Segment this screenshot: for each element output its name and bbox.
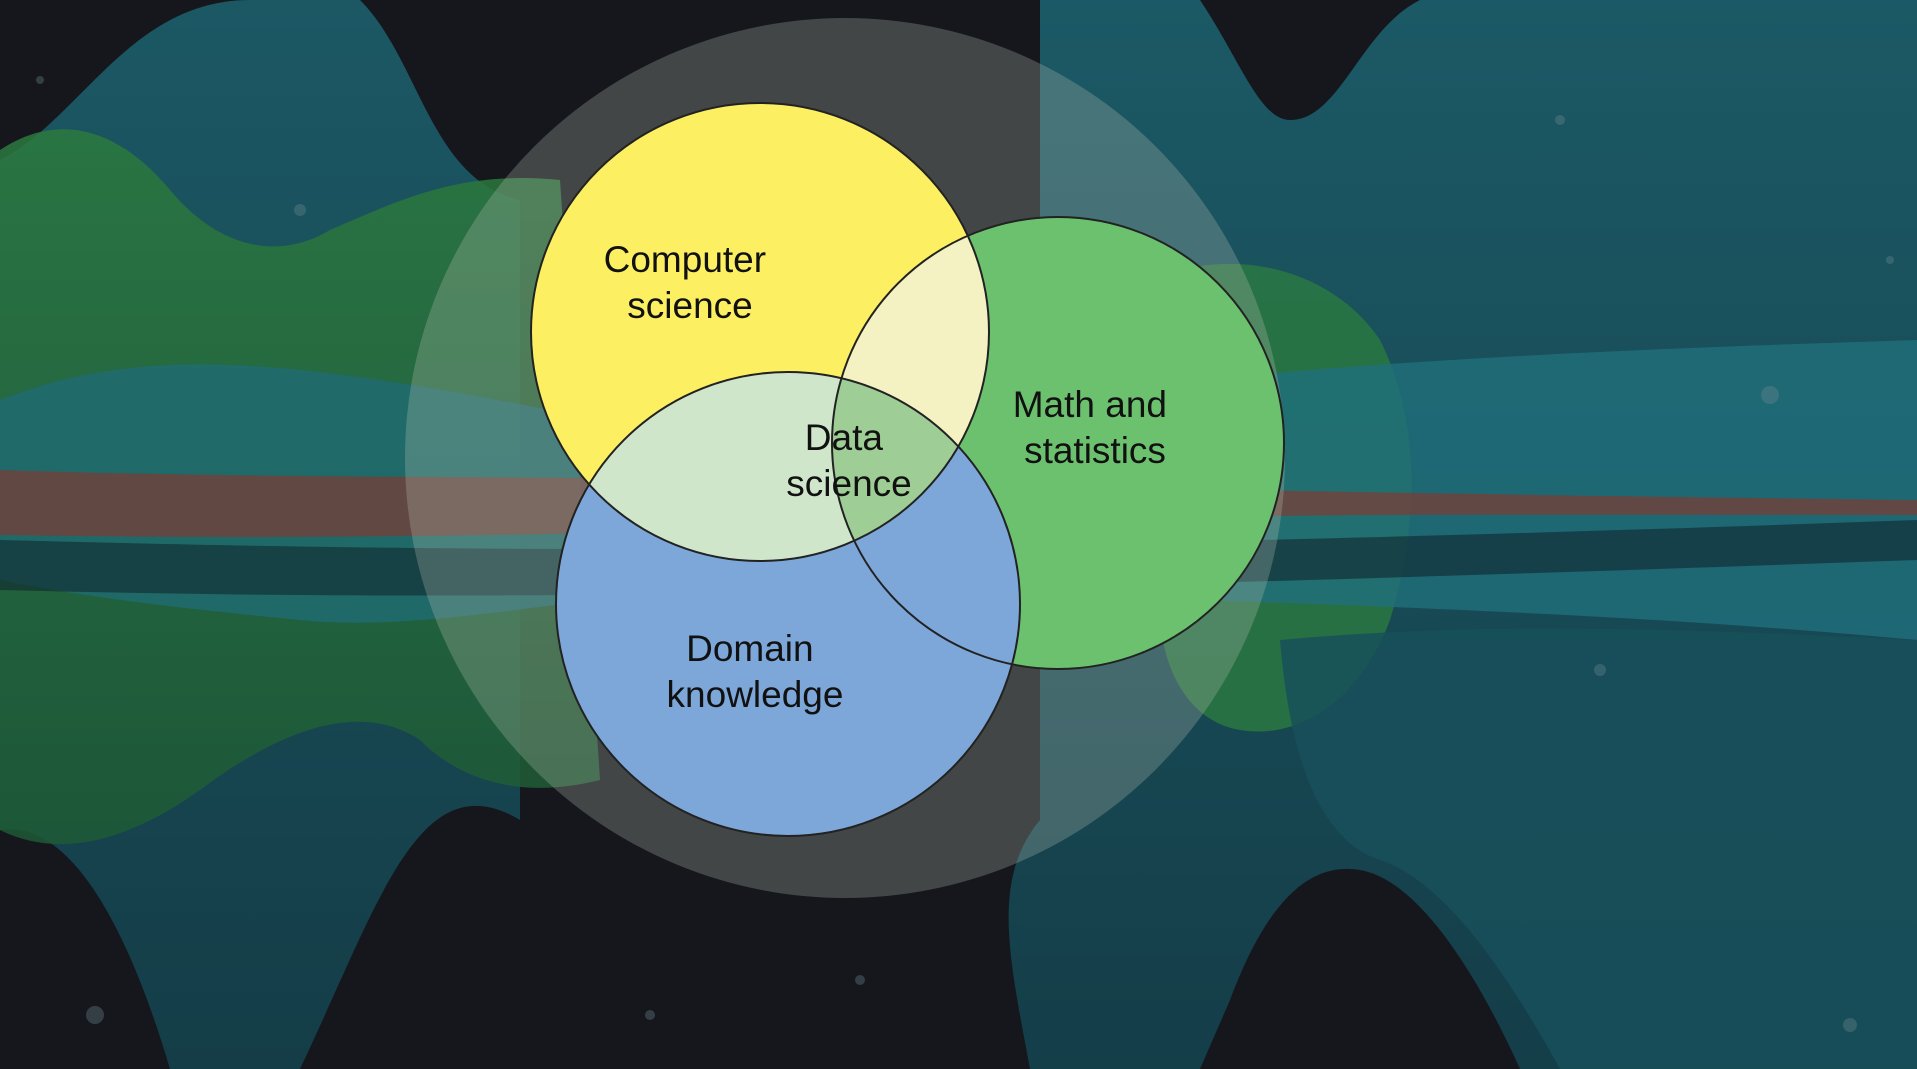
sparkles [36, 76, 1894, 1032]
label-data-science-line-1: Data [805, 417, 884, 458]
label-math-statistics-line-1: Math and [1013, 384, 1167, 425]
label-data-science-line-2: science [786, 463, 911, 504]
venn-circles [530, 102, 1285, 837]
label-data-science: Data science [786, 417, 911, 504]
label-computer-science: Computer science [604, 239, 777, 326]
overlap-all-three [832, 372, 989, 561]
label-domain-knowledge: Domain knowledge [667, 628, 844, 715]
outline-math-statistics [831, 216, 1285, 670]
label-computer-science-line-2: science [627, 285, 752, 326]
outline-domain-knowledge [555, 371, 1021, 837]
label-computer-science-line-1: Computer [604, 239, 766, 280]
outline-computer-science [530, 102, 990, 562]
wave-bottom-right [1280, 628, 1917, 1069]
label-math-statistics: Math and statistics [1013, 384, 1178, 471]
wave-right-band [1200, 340, 1917, 640]
label-math-statistics-line-2: statistics [1024, 430, 1166, 471]
label-domain-knowledge-line-1: Domain [686, 628, 814, 669]
venn-labels: Computer science Math and statistics Dom… [604, 239, 1178, 715]
label-domain-knowledge-line-2: knowledge [667, 674, 844, 715]
